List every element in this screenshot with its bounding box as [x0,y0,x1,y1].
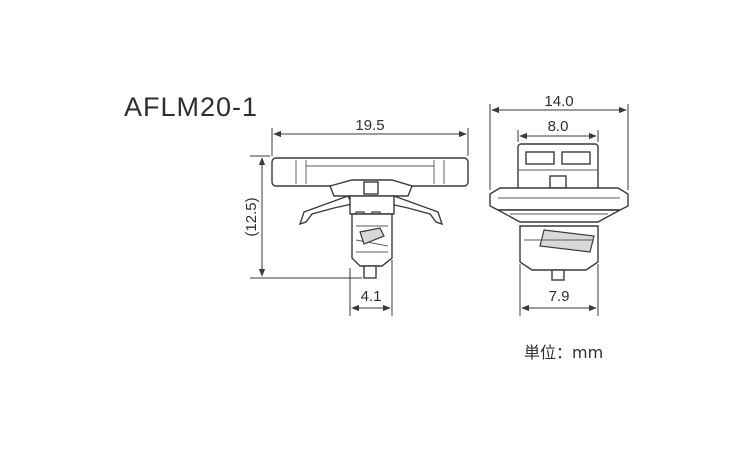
front-foot [363,265,377,279]
front-dimensions: 19.5 (12.5) 4.1 [243,117,469,316]
side-view [489,143,629,281]
front-right-wing [388,195,444,226]
unit-label: 単位：mm [524,343,603,362]
dim-front-width: 19.5 [355,117,384,134]
front-view [271,157,469,279]
dim-front-height: (12.5) [243,197,260,236]
front-left-wing [298,195,354,226]
dim-side-width-inner: 8.0 [548,118,569,135]
side-foot [551,269,565,281]
dim-side-width-outer: 14.0 [544,93,573,110]
dim-side-base: 7.9 [549,288,570,305]
front-body [349,195,395,215]
dim-front-stem: 4.1 [361,288,382,305]
part-number-title: AFLM20-1 [124,92,258,122]
side-dimensions: 14.0 8.0 7.9 [489,93,629,316]
side-flange [489,187,629,211]
side-taper [497,209,621,223]
front-collar-slot [363,181,379,195]
